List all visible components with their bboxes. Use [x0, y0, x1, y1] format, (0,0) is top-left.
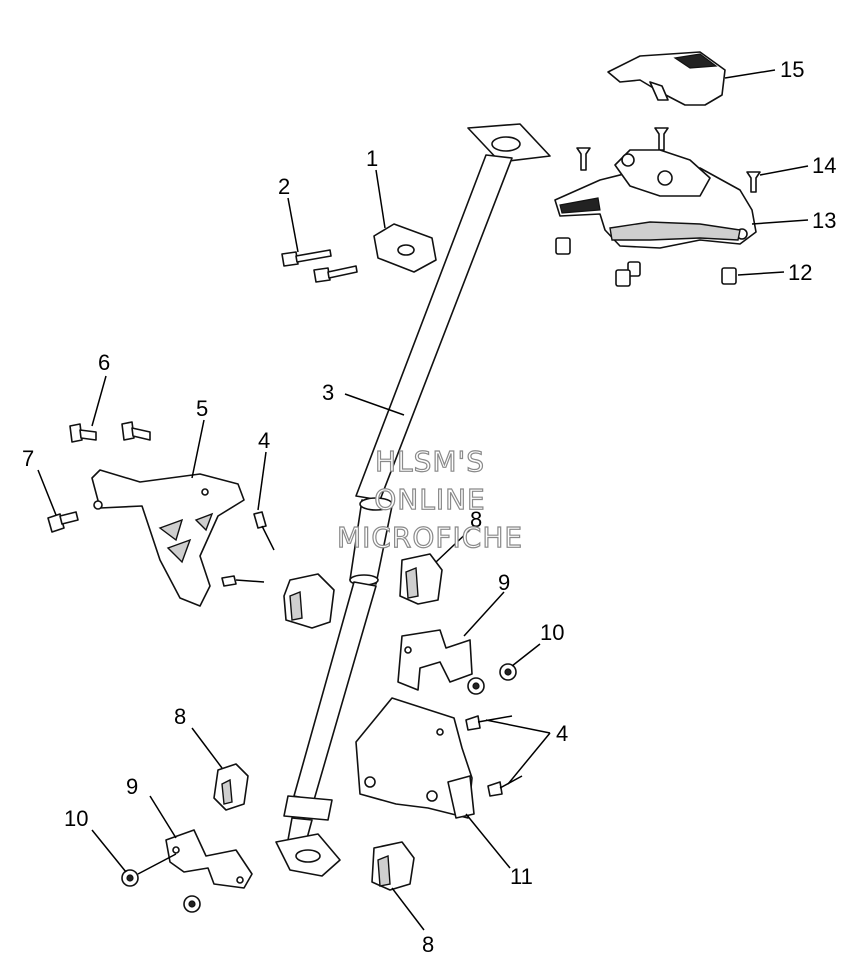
leader-6 — [91, 375, 107, 427]
callout-9a: 9 — [498, 570, 510, 595]
leader-4b-1 — [485, 719, 551, 734]
watermark-line-1: HLSM'S — [375, 445, 485, 478]
leader-8a — [435, 525, 475, 563]
part-11-bracket — [355, 697, 475, 819]
leader-10b-2 — [137, 853, 177, 875]
callout-12: 12 — [788, 260, 812, 285]
callout-8c: 8 — [422, 932, 434, 957]
part-8-bushing-bottom — [371, 841, 415, 891]
part-15-cover — [607, 51, 726, 106]
callout-9b: 9 — [126, 774, 138, 799]
callout-14: 14 — [812, 153, 836, 178]
callout-5: 5 — [196, 396, 208, 421]
callout-8b: 8 — [174, 704, 186, 729]
leader-11 — [465, 813, 511, 869]
callout-10a: 10 — [540, 620, 564, 645]
part-4-rivets-upper — [221, 511, 275, 587]
callout-10b: 10 — [64, 806, 88, 831]
leader-13 — [751, 219, 809, 225]
leader-9a — [463, 591, 505, 637]
leader-10a — [511, 643, 541, 667]
part-9-clamp-right — [397, 629, 473, 691]
part-8-bushing-column — [399, 553, 443, 605]
callout-3: 3 — [322, 380, 334, 405]
leader-7 — [37, 469, 57, 516]
callout-7: 7 — [22, 446, 34, 471]
leader-3 — [344, 393, 405, 416]
leader-9b — [149, 795, 177, 839]
callout-13: 13 — [812, 208, 836, 233]
callout-4a: 4 — [258, 428, 270, 453]
callout-11: 11 — [510, 864, 533, 889]
part-10-nuts-right — [467, 663, 517, 695]
part-12-nuts — [555, 237, 737, 287]
part-4-rivets-right — [465, 715, 523, 797]
watermark-line-2: ONLINE — [374, 483, 485, 516]
part-10-nuts-left — [121, 869, 201, 913]
part-8-bushing-lower-left — [213, 763, 249, 811]
callout-1: 1 — [366, 146, 378, 171]
leader-8b — [191, 727, 223, 769]
callout-4b: 4 — [556, 721, 568, 746]
part-13-bracket — [554, 149, 757, 249]
callout-2: 2 — [278, 174, 290, 199]
leader-2 — [287, 197, 299, 253]
watermark-line-3: MICROFICHE — [337, 521, 523, 554]
leader-5 — [191, 419, 205, 479]
part-9-clamp-left — [165, 829, 253, 889]
part-5-mounting-plate — [91, 469, 245, 607]
callout-6: 6 — [98, 350, 110, 375]
leader-4b-2 — [507, 732, 551, 785]
part-1-block — [373, 223, 437, 273]
leader-1 — [375, 169, 386, 229]
part-8-bushing-left — [283, 573, 335, 629]
part-7-bolt — [47, 511, 79, 533]
watermark: HLSM'S ONLINE MICROFICHE — [336, 444, 523, 554]
leader-12 — [737, 271, 785, 276]
leader-15 — [724, 69, 776, 79]
part-3-steering-column — [275, 123, 551, 877]
part-2-bolts — [281, 249, 358, 283]
leader-8c — [391, 887, 425, 931]
leader-4a — [257, 451, 267, 511]
callout-8a: 8 — [470, 507, 482, 532]
part-6-bolts — [69, 421, 151, 443]
callout-15: 15 — [780, 57, 804, 82]
leader-10b-1 — [91, 829, 127, 873]
leader-14 — [759, 165, 809, 176]
